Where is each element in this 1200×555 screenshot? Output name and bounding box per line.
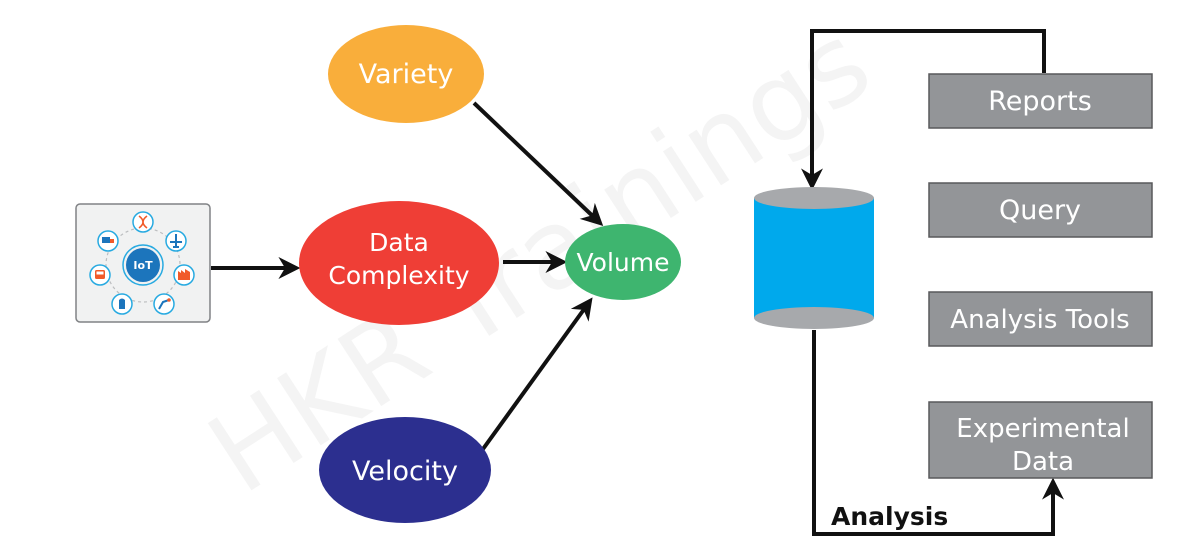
velocity-node [319,417,491,523]
airplane-icon [165,230,187,252]
arrow-velocity-to-volume [481,297,593,451]
experimental-data-box [928,401,1153,479]
volume-node [565,224,681,300]
dna-icon [132,211,154,233]
data-complexity-label-line1: Data [369,228,429,257]
data-complexity-node [299,201,499,325]
analysis-label: Analysis [831,502,948,531]
loop-reports-to-database [801,29,1046,191]
database-bottom-cap [754,307,874,329]
volume-label: Volume [577,248,670,277]
variety-label: Variety [359,59,454,90]
database-top-cap [754,187,874,209]
analysis-path [812,330,1064,536]
robot-arm-icon [153,293,175,315]
iot-hub-icon: IoT [122,244,164,286]
data-complexity-label-line2: Complexity [328,261,469,290]
iot-device-panel: IoT [75,203,211,323]
experimental-data-label-line2: Data [1012,447,1074,477]
bus-icon [89,264,111,286]
database-icon [754,187,874,329]
arrow-variety-to-volume [472,101,604,227]
truck-icon [97,230,119,252]
reports-label: Reports [988,86,1092,117]
analysis-tools-label: Analysis Tools [950,305,1129,335]
variety-node [328,25,484,123]
query-box [928,182,1153,238]
factory-icon [173,264,195,286]
iot-hub-label: IoT [133,259,153,272]
hand-tap-icon [111,293,133,315]
experimental-data-label-line1: Experimental [956,414,1129,444]
analysis-tools-box [928,291,1153,347]
reports-box [928,73,1153,129]
database-body [754,198,874,318]
query-label: Query [999,195,1081,226]
velocity-label: Velocity [352,456,458,487]
